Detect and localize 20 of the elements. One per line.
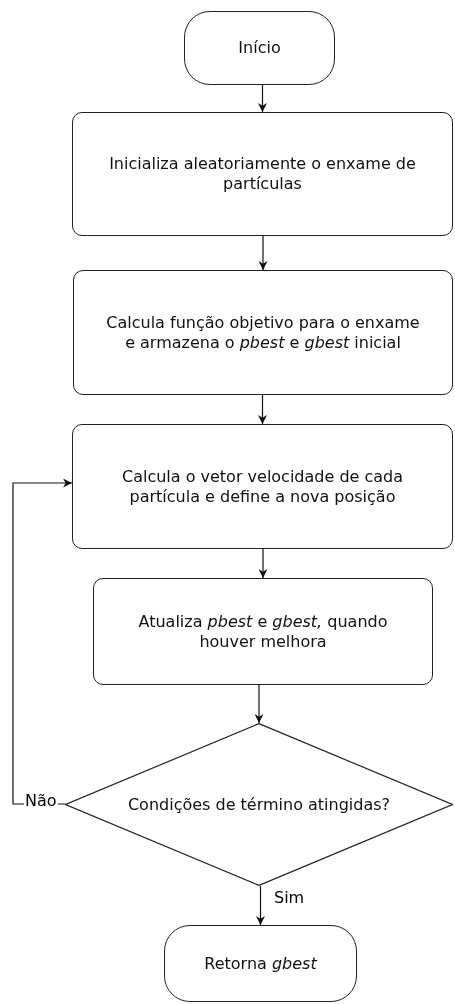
arrow [258, 548, 268, 579]
step-text: Calcula o vetor velocidade de cada partícula e define a nova posição [120, 466, 405, 507]
step-text: Inicializa aleatoriamente o enxame de partículas [108, 154, 417, 194]
process-box [93, 578, 433, 685]
step-text: Atualiza pbest e gbest, quando houver melhora [137, 611, 389, 652]
process-box [72, 112, 453, 236]
step-text: Condições de término atingidas? [127, 794, 391, 815]
arrow [254, 684, 264, 724]
terminal-box [164, 925, 357, 1002]
terminal-box [184, 11, 335, 85]
arrow [256, 885, 265, 926]
arrow [258, 235, 268, 271]
process-box [72, 424, 453, 549]
process-box [73, 270, 453, 395]
step-text: Retorna gbest [204, 953, 317, 974]
arrow [258, 394, 267, 425]
arrow [12, 478, 73, 805]
arrow [258, 84, 267, 113]
step-text: Início [238, 38, 281, 58]
step-text: Calcula função objetivo para o enxame e armazena o pbest e gbest inicial [105, 312, 421, 353]
